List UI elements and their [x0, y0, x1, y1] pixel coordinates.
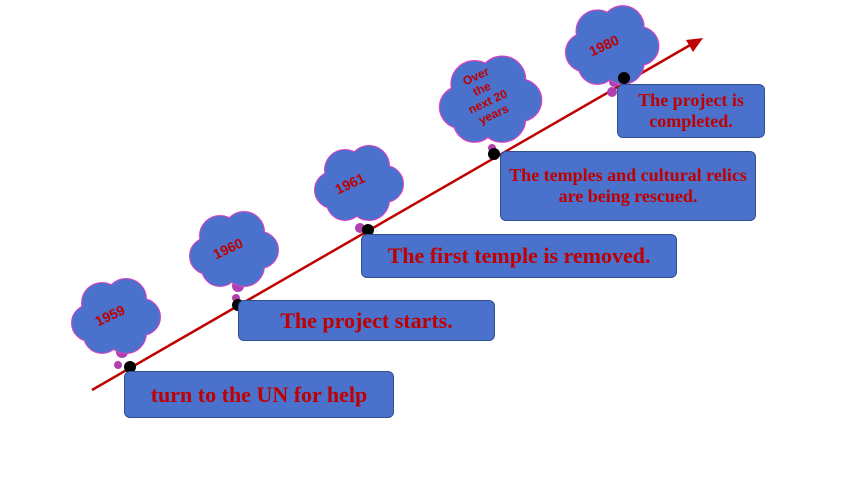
timeline-dot-20-years	[488, 148, 500, 160]
year-cloud-1960: 1960	[189, 211, 279, 302]
timeline-arrowhead	[686, 38, 703, 52]
event-box-1961: The first temple is removed.	[361, 234, 677, 278]
year-cloud-1980: 1980	[564, 5, 660, 97]
year-cloud-over-the-next-20-years: Over the next 20 years	[438, 55, 543, 152]
year-cloud-1961: 1961	[314, 145, 404, 233]
timeline-dot-1959	[124, 361, 136, 373]
timeline-line	[91, 42, 693, 392]
year-cloud-1959: 1959	[71, 278, 161, 369]
event-box-1980: The project is completed.	[617, 84, 765, 138]
event-box-rescue: The temples and cultural relics are bein…	[500, 151, 756, 221]
event-box-1960: The project starts.	[238, 300, 495, 341]
event-box-1959: turn to the UN for help	[124, 371, 394, 418]
timeline-dot-1980	[618, 72, 630, 84]
timeline-dot-1961	[362, 224, 374, 236]
